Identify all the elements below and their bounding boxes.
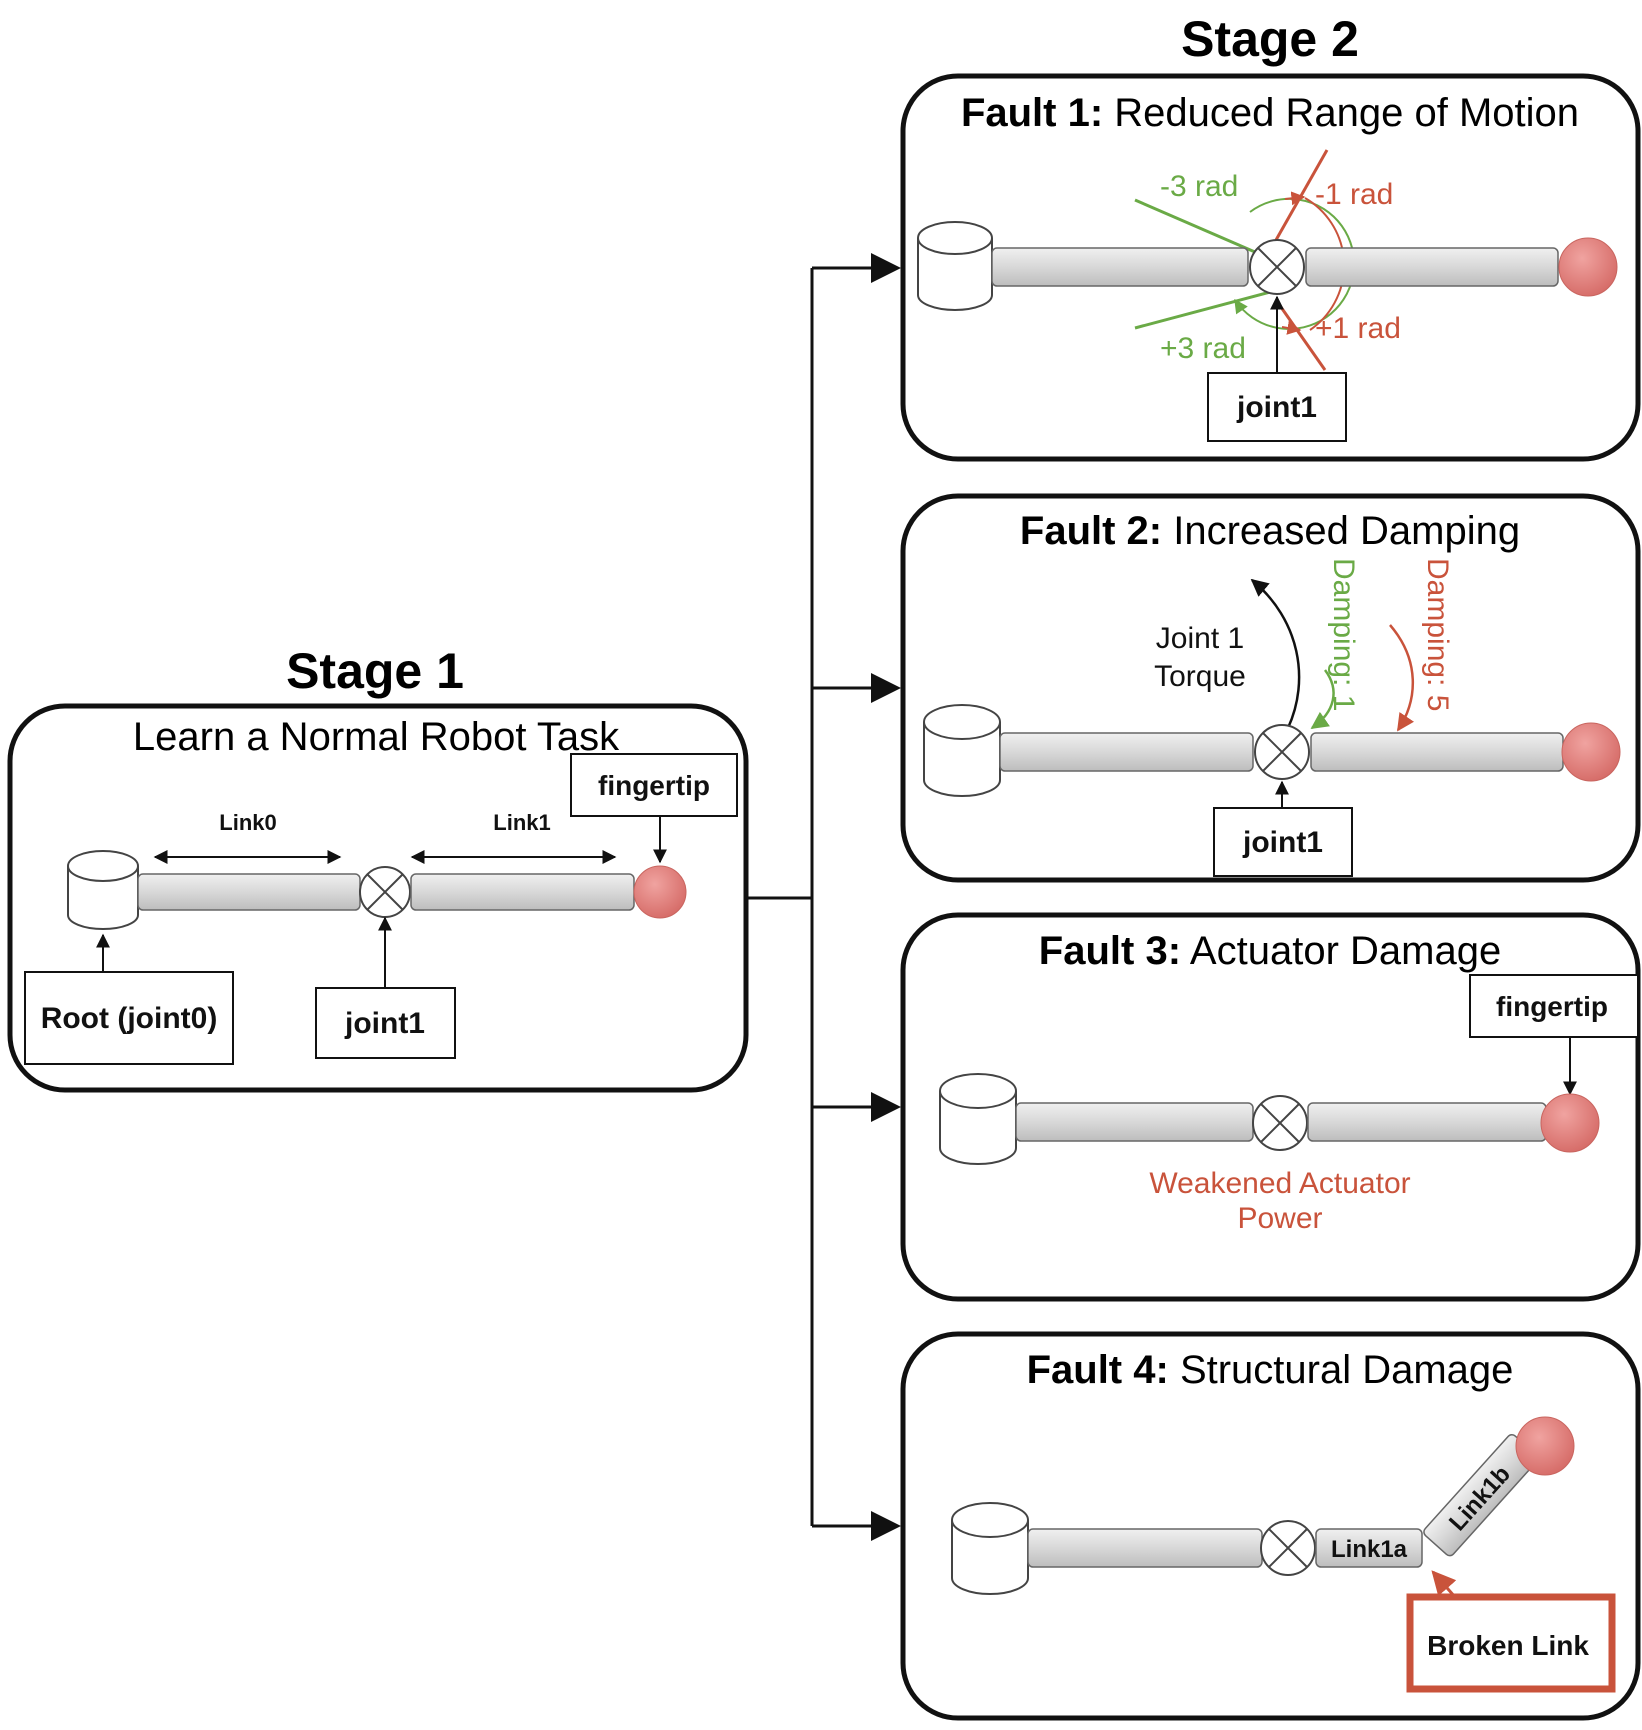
fingertip-sphere (1540, 1093, 1600, 1153)
fault2-title-text: Increased Damping (1173, 509, 1520, 553)
fault2-prefix: Fault 2: (1020, 509, 1162, 553)
joint1-label: joint1 (344, 1007, 425, 1040)
joint1-label-box (315, 987, 456, 1059)
fault1-title: Fault 1: Reduced Range of Motion (961, 91, 1579, 135)
fingertip-sphere (1515, 1416, 1575, 1476)
fault3-title-text: Actuator Damage (1190, 929, 1501, 973)
link0-bar (1015, 1102, 1254, 1142)
fault2-robot (923, 704, 1621, 797)
base-cylinder (917, 221, 993, 311)
fault4-prefix: Fault 4: (1027, 1348, 1169, 1392)
fault1-plus3: +3 rad (1160, 332, 1246, 365)
link1-bar (1305, 247, 1559, 287)
link0-bar (137, 873, 361, 911)
link1-bar (1310, 732, 1564, 772)
fault3-fingertip-label-box (1469, 974, 1639, 1038)
fault2-damping-green: Damping: 1 (1327, 558, 1360, 711)
fault2-panel: Fault 2: Increased Damping Joint 1 Torqu… (900, 493, 1641, 883)
fault2-damping-red: Damping: 5 (1421, 558, 1454, 711)
fault1-robot (917, 221, 1618, 311)
stage1-subtitle: Learn a Normal Robot Task (133, 715, 620, 759)
fault2-torque-line2: Torque (1154, 660, 1246, 693)
broken-link-box (1406, 1593, 1616, 1693)
fault1-joint-label: joint1 (1236, 391, 1317, 424)
fault3-weak-line2: Power (1237, 1202, 1322, 1235)
fault1-prefix: Fault 1: (961, 91, 1103, 135)
fingertip-label: fingertip (598, 770, 710, 801)
fault2-title: Fault 2: Increased Damping (1020, 509, 1520, 553)
torque-arrow (1250, 578, 1301, 729)
stage1-robot (67, 850, 687, 930)
damping-green-arrow (1310, 669, 1335, 730)
fault4-title-text: Structural Damage (1180, 1348, 1513, 1392)
link1-bar (1307, 1102, 1547, 1142)
damping-red-arrow (1389, 624, 1415, 732)
fault4-panel: Fault 4: Structural Damage Link1a Link1b… (900, 1331, 1641, 1721)
link1-label: Link1 (493, 810, 550, 835)
link0-bar (999, 732, 1254, 772)
fault2-torque-line1: Joint 1 (1156, 622, 1244, 655)
fault3-weak-line1: Weakened Actuator (1149, 1167, 1410, 1200)
joint1-symbol (359, 866, 411, 918)
base-cylinder (951, 1502, 1029, 1595)
fault1-plus1: +1 rad (1315, 312, 1401, 345)
fault1-minus3: -3 rad (1160, 170, 1238, 203)
fault4-title: Fault 4: Structural Damage (1027, 1348, 1514, 1392)
fault1-panel: Fault 1: Reduced Range of Motion -3 rad … (900, 73, 1641, 462)
base-cylinder (67, 850, 139, 930)
fault1-title-text: Reduced Range of Motion (1114, 91, 1579, 135)
root-label-box (24, 971, 234, 1065)
link1-bar (410, 873, 635, 911)
fault3-robot (939, 1073, 1600, 1165)
fault4-robot: Link1a Link1b (951, 1416, 1575, 1595)
base-cylinder (939, 1073, 1017, 1165)
stage2-heading: Stage 2 (1181, 11, 1359, 67)
fault2-joint-label-box (1213, 807, 1353, 877)
joint1-symbol (1260, 1520, 1316, 1576)
root-label: Root (joint0) (41, 1002, 218, 1035)
broken-link-arrow (1431, 1570, 1457, 1598)
joint1-symbol (1252, 1095, 1308, 1151)
link0-label: Link0 (219, 810, 276, 835)
fault3-fingertip-label: fingertip (1496, 991, 1608, 1022)
fault2-joint-label: joint1 (1242, 826, 1323, 859)
fault1-joint-label-box (1207, 372, 1347, 442)
stage1-panel: Learn a Normal Robot Task fingertip Link… (7, 703, 749, 1093)
fault4-link1a-label: Link1a (1331, 1536, 1408, 1563)
base-cylinder (923, 704, 1001, 797)
fault4-broken-label: Broken Link (1427, 1630, 1589, 1661)
fingertip-sphere (633, 865, 687, 919)
fault1-minus1: -1 rad (1315, 178, 1393, 211)
joint1-symbol (1254, 724, 1310, 780)
link1a-bar (1315, 1528, 1423, 1568)
link0-bar (991, 247, 1249, 287)
stage-connectors (745, 253, 901, 1541)
fault3-title: Fault 3: Actuator Damage (1039, 929, 1501, 973)
fingertip-label-box (570, 753, 738, 817)
joint1-symbol (1249, 239, 1305, 295)
fault3-panel: Fault 3: Actuator Damage fingertip Weake… (900, 912, 1641, 1302)
fault3-prefix: Fault 3: (1039, 929, 1181, 973)
fingertip-sphere (1561, 722, 1621, 782)
fingertip-sphere (1558, 237, 1618, 297)
stage1-heading: Stage 1 (286, 643, 464, 699)
link0-bar (1027, 1528, 1263, 1568)
